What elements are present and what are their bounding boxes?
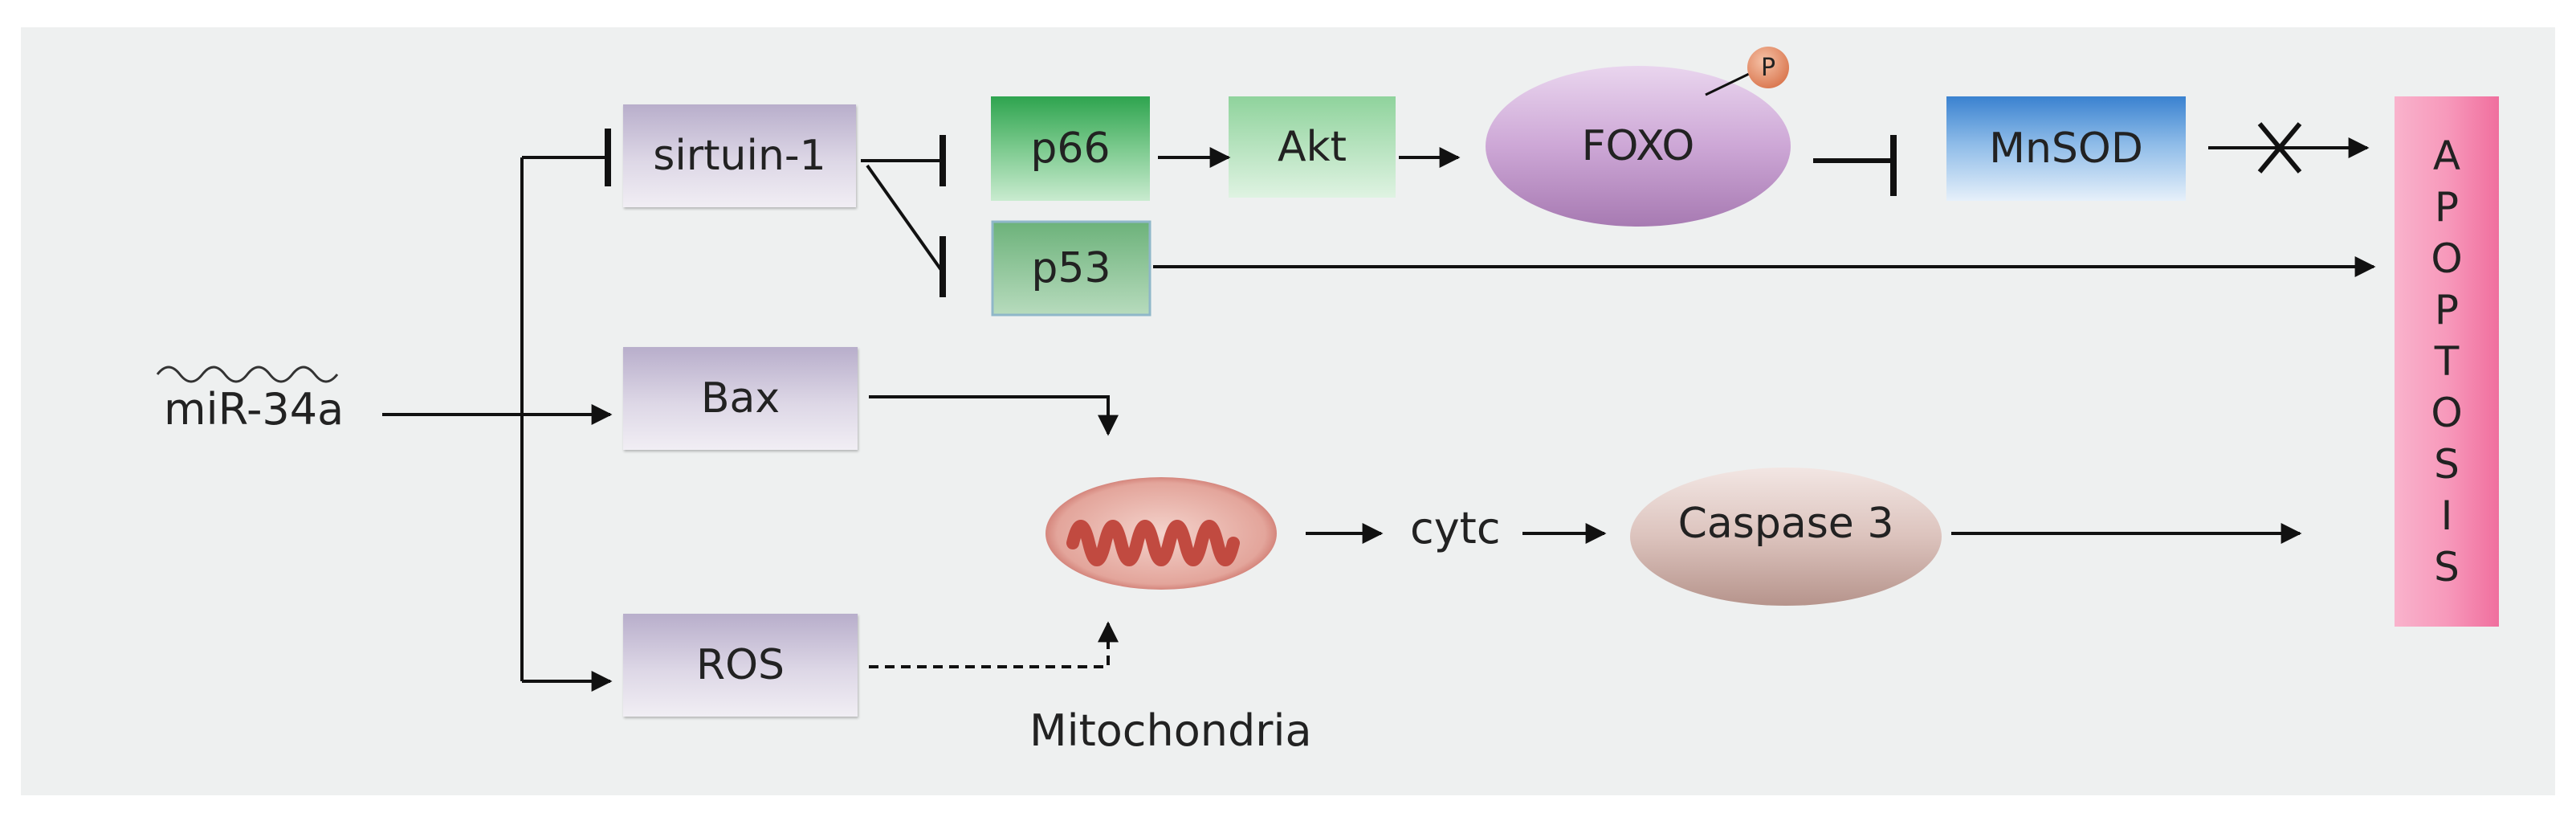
sirtuin-box: sirtuin-1: [623, 104, 856, 207]
p66-box: [991, 96, 1150, 201]
caspase-ellipse: [1630, 468, 1942, 606]
caspase-label: Caspase 3: [1677, 500, 1894, 548]
cytc-label: cytc: [1410, 503, 1501, 554]
apoptosis-bar: [2395, 96, 2499, 627]
apoptosis-letter: A: [2432, 133, 2461, 179]
caspase-label-wrap: Caspase 3: [1630, 482, 1942, 566]
mirna-wave-icon: [156, 366, 339, 383]
sirtuin-label: sirtuin-1: [653, 132, 826, 180]
sirtuin-to-p53-inhibit: [866, 164, 943, 272]
p53-box: [991, 220, 1151, 317]
foxo-label-wrap: FOXO: [1486, 104, 1791, 188]
phospho-label-wrap: P: [1747, 47, 1789, 88]
phospho-circle: [1747, 47, 1789, 88]
bax-label: Bax: [700, 374, 781, 423]
apoptosis-letter: P: [2434, 287, 2460, 333]
apoptosis-letter: S: [2434, 441, 2460, 488]
block-x-icon: [2257, 122, 2302, 174]
apoptosis-letter: O: [2431, 235, 2463, 282]
ros-label: ROS: [695, 641, 785, 689]
phospho-label: P: [1760, 53, 1776, 82]
ros-to-mito-arrow: [869, 621, 1119, 668]
apoptosis-letter: O: [2431, 390, 2463, 436]
phospho-link: [1705, 72, 1750, 96]
mnsod-label: MnSOD: [1989, 125, 2143, 173]
p53-label-wrap: p53: [992, 222, 1150, 315]
mitochondria-label: Mitochondria: [1029, 705, 1312, 756]
p53-label: p53: [1031, 244, 1111, 292]
foxo-label: FOXO: [1581, 122, 1695, 170]
mnsod-label-wrap: MnSOD: [1946, 96, 2186, 201]
bax-box: Bax: [623, 347, 858, 450]
mitochondria-icon: [1045, 477, 1277, 590]
p66-label-wrap: p66: [991, 96, 1150, 201]
apoptosis-label: A P O P T O S I S: [2395, 130, 2499, 593]
mnsod-box: [1946, 96, 2186, 201]
apoptosis-letter: T: [2434, 338, 2460, 385]
akt-box: [1229, 96, 1396, 198]
apoptosis-letter: P: [2434, 184, 2460, 231]
apoptosis-letter: S: [2434, 544, 2460, 590]
akt-label: Akt: [1277, 123, 1347, 171]
apoptosis-letter: I: [2440, 492, 2453, 539]
foxo-ellipse: [1486, 66, 1791, 227]
p66-label: p66: [1030, 125, 1111, 173]
akt-label-wrap: Akt: [1229, 96, 1396, 198]
ros-box: ROS: [623, 614, 858, 717]
bax-to-mito-arrow: [869, 395, 1119, 436]
mirna-label: miR-34a: [164, 384, 344, 435]
